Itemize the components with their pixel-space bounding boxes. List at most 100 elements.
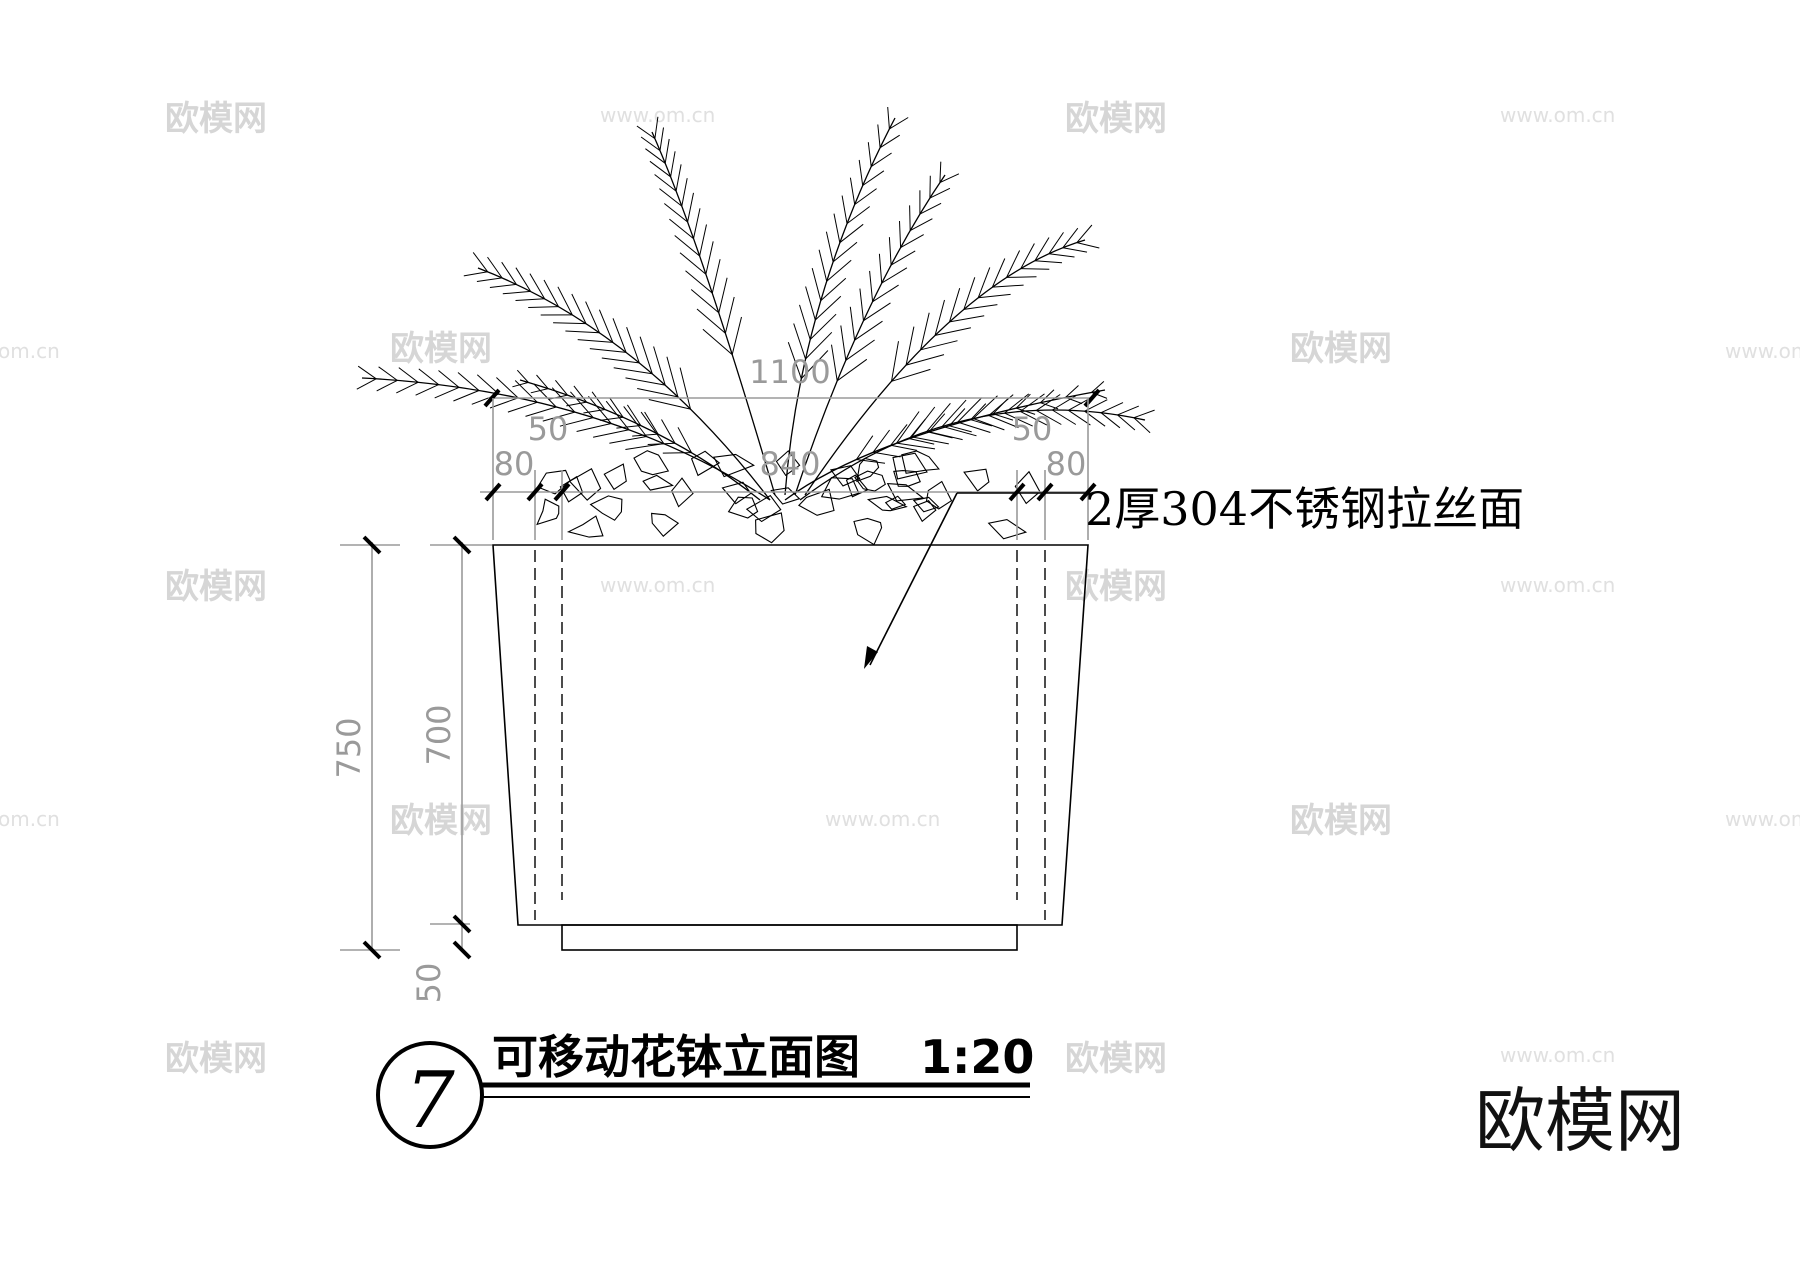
frond-leaflet <box>826 259 852 282</box>
material-leader: 2厚304不锈钢拉丝面 <box>864 482 1524 669</box>
frond-leaflet <box>957 421 991 433</box>
frond-leaflet <box>640 411 665 444</box>
frond-leaflet <box>836 358 868 382</box>
gravel-stone <box>671 477 694 508</box>
frond-leaflet <box>693 208 701 239</box>
frond-leaflet <box>909 218 933 232</box>
frond-leaflet <box>438 370 460 388</box>
frond-leaflet <box>908 418 926 439</box>
frond-leaflet <box>639 336 653 374</box>
frond-leaflet <box>598 309 614 343</box>
gravel-stone <box>755 512 785 544</box>
frond-leaflet <box>659 188 683 207</box>
frond-leaflet <box>609 436 647 444</box>
frond-leaflet <box>489 397 519 409</box>
frond-leaflet <box>805 286 816 321</box>
frond-leaflet <box>928 431 953 439</box>
frond-leaflet <box>507 401 538 413</box>
frond-leaflet <box>681 178 688 207</box>
frond-leaflet <box>1076 242 1100 249</box>
gravel-stone <box>633 450 670 476</box>
frond-leaflet <box>877 124 881 148</box>
frond-leaflet <box>525 406 557 417</box>
frond-leaflet <box>434 386 460 399</box>
gravel-stone <box>568 468 602 501</box>
watermark-brand: 欧模网 <box>165 567 267 607</box>
detail-number-circle <box>376 1041 484 1149</box>
frond-leaflet <box>992 398 1009 415</box>
frond-leaflet <box>515 267 532 292</box>
frond-leaflet <box>648 399 691 410</box>
dim-tick <box>1079 482 1097 502</box>
brand-logo-text: 欧模网 <box>1475 1080 1685 1162</box>
frond-leaflet <box>872 284 899 303</box>
frond-leaflet <box>585 301 600 334</box>
frond-leaflet <box>887 106 890 129</box>
frond-leaflet <box>711 259 721 294</box>
frond-leaflet <box>1036 409 1062 425</box>
gravel-stone <box>963 468 990 492</box>
frond-leaflet <box>705 241 714 275</box>
frond-leaflet <box>645 148 666 164</box>
watermark-brand: 欧模网 <box>390 329 492 369</box>
frond-leaflet <box>889 117 909 130</box>
frond-leaflet <box>858 159 864 186</box>
watermark-brand: 欧模网 <box>165 99 267 139</box>
frond-leaflet <box>1117 414 1136 431</box>
frond-leaflet <box>592 429 630 438</box>
frond-leaflet <box>512 381 529 388</box>
frond-leaflet <box>863 302 891 322</box>
frond-leaflet <box>854 320 883 341</box>
frond-leaflet <box>398 367 419 383</box>
frond-leaflet <box>939 161 942 183</box>
frond-leaflet <box>476 277 503 282</box>
frond-leaflet <box>476 374 500 395</box>
frond-leaflet <box>1020 268 1050 270</box>
frond-leaflet <box>992 413 1014 421</box>
frond-leaflet <box>632 433 659 437</box>
frond-leaflet <box>530 388 549 394</box>
frond-leaflet <box>577 339 613 343</box>
frond-leaflet <box>529 273 546 300</box>
frond-leaflet <box>1020 393 1045 412</box>
gravel-stone <box>845 474 869 498</box>
frond-leaflet <box>1004 412 1033 427</box>
frond-leaflet <box>939 173 960 184</box>
frond-leaflet <box>1040 389 1055 404</box>
frond-leaflet <box>856 459 886 464</box>
gravel-stone <box>854 470 886 492</box>
frond-leaflet <box>654 116 659 139</box>
frond-leaflet <box>1020 410 1048 426</box>
frond-leaflet <box>878 253 883 284</box>
gravel-stone <box>987 519 1028 540</box>
frond-leaflet <box>855 435 874 460</box>
frond-leaflet <box>905 354 945 366</box>
frond-leaflet <box>926 402 951 432</box>
frond-leaflet <box>911 436 949 445</box>
frond-leaflet <box>833 213 841 243</box>
frond-leaflet <box>1052 409 1077 425</box>
frond-leaflet <box>699 224 707 257</box>
frond-leaflet <box>846 206 871 224</box>
frond-leaflet <box>542 411 575 422</box>
gravel-stone <box>651 512 680 537</box>
watermark-brand: 欧模网 <box>1065 1039 1167 1079</box>
frond-leaflet <box>891 341 899 382</box>
dim-tick <box>553 482 571 502</box>
frond-leaflet <box>591 391 606 410</box>
dim-text-50-left: 50 <box>528 410 569 448</box>
frond-leaflet <box>609 397 624 418</box>
frond-leaflet <box>626 404 642 426</box>
frond-leaflet <box>502 290 531 295</box>
gravel-stone <box>798 488 835 516</box>
frond-leaflet <box>571 293 587 324</box>
frond-leaflet <box>839 223 864 244</box>
watermark-url-fragment: www.om.cn <box>1725 339 1800 363</box>
watermark-url: www.om.cn <box>1500 1043 1615 1067</box>
frond-leaflet <box>487 256 503 279</box>
gravel-stone <box>566 515 604 538</box>
frond-leaflet <box>1006 250 1021 278</box>
gravel-stone <box>884 495 907 510</box>
gravel-topping <box>536 450 1041 546</box>
